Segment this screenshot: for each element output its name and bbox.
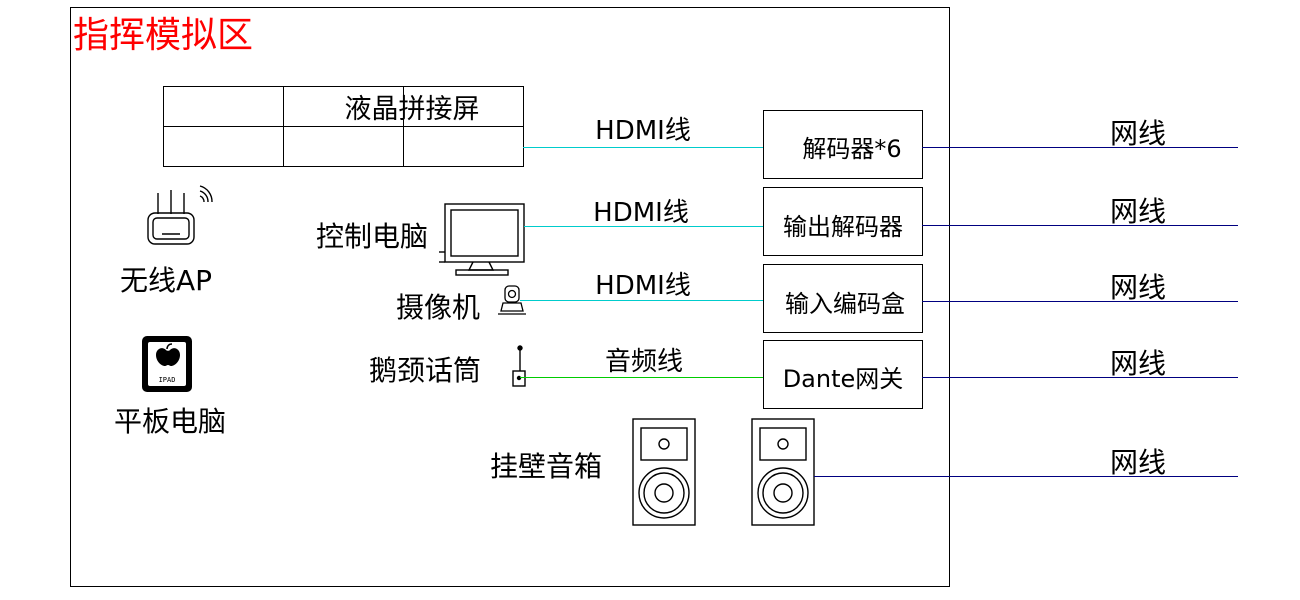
- zone-title: 指挥模拟区: [73, 15, 253, 56]
- lcd-wall-label: 液晶拼接屏: [345, 94, 480, 125]
- decoder-box: [763, 110, 923, 179]
- network-line-label-5: 网线: [1110, 446, 1166, 479]
- gooseneck-mic-label: 鹅颈话筒: [369, 354, 481, 387]
- camera-icon: [498, 285, 526, 315]
- input-encoder-label: 输入编码盒: [785, 290, 905, 318]
- output-decoder-label: 输出解码器: [783, 213, 903, 241]
- network-line-label-4: 网线: [1110, 347, 1166, 380]
- gooseneck-mic-icon: [512, 345, 526, 387]
- tablet-label: 平板电脑: [114, 405, 226, 438]
- lcd-splicing-wall: [163, 86, 524, 167]
- tablet-screen-text: IPAD: [159, 376, 176, 384]
- tablet-icon: IPAD: [142, 336, 192, 392]
- camera-label: 摄像机: [396, 291, 480, 324]
- wireless-ap-icon: [147, 185, 213, 245]
- hdmi-cable-label-2: HDMI线: [593, 198, 689, 228]
- dante-gateway-label: Dante网关: [783, 365, 904, 393]
- wall-speaker-left-icon: [632, 418, 696, 526]
- wireless-ap-label: 无线AP: [120, 264, 212, 297]
- input-encoder-box: [763, 264, 923, 333]
- output-decoder-box: [763, 187, 923, 256]
- wall-speakers-label: 挂壁音箱: [490, 450, 602, 483]
- dante-gateway-box: [763, 340, 923, 409]
- network-line-label-3: 网线: [1110, 271, 1166, 304]
- audio-cable-label: 音频线: [605, 347, 683, 377]
- control-pc-monitor-icon: [439, 203, 525, 276]
- decoder-label: 解码器*6: [802, 135, 901, 163]
- hdmi-cable-label-1: HDMI线: [595, 116, 691, 146]
- hdmi-cable-label-3: HDMI线: [595, 271, 691, 301]
- wall-speaker-right-icon: [751, 418, 815, 526]
- control-pc-label: 控制电脑: [316, 220, 428, 253]
- zone-frame: [70, 7, 950, 587]
- network-line-label-2: 网线: [1110, 195, 1166, 228]
- network-line-label-1: 网线: [1110, 117, 1166, 150]
